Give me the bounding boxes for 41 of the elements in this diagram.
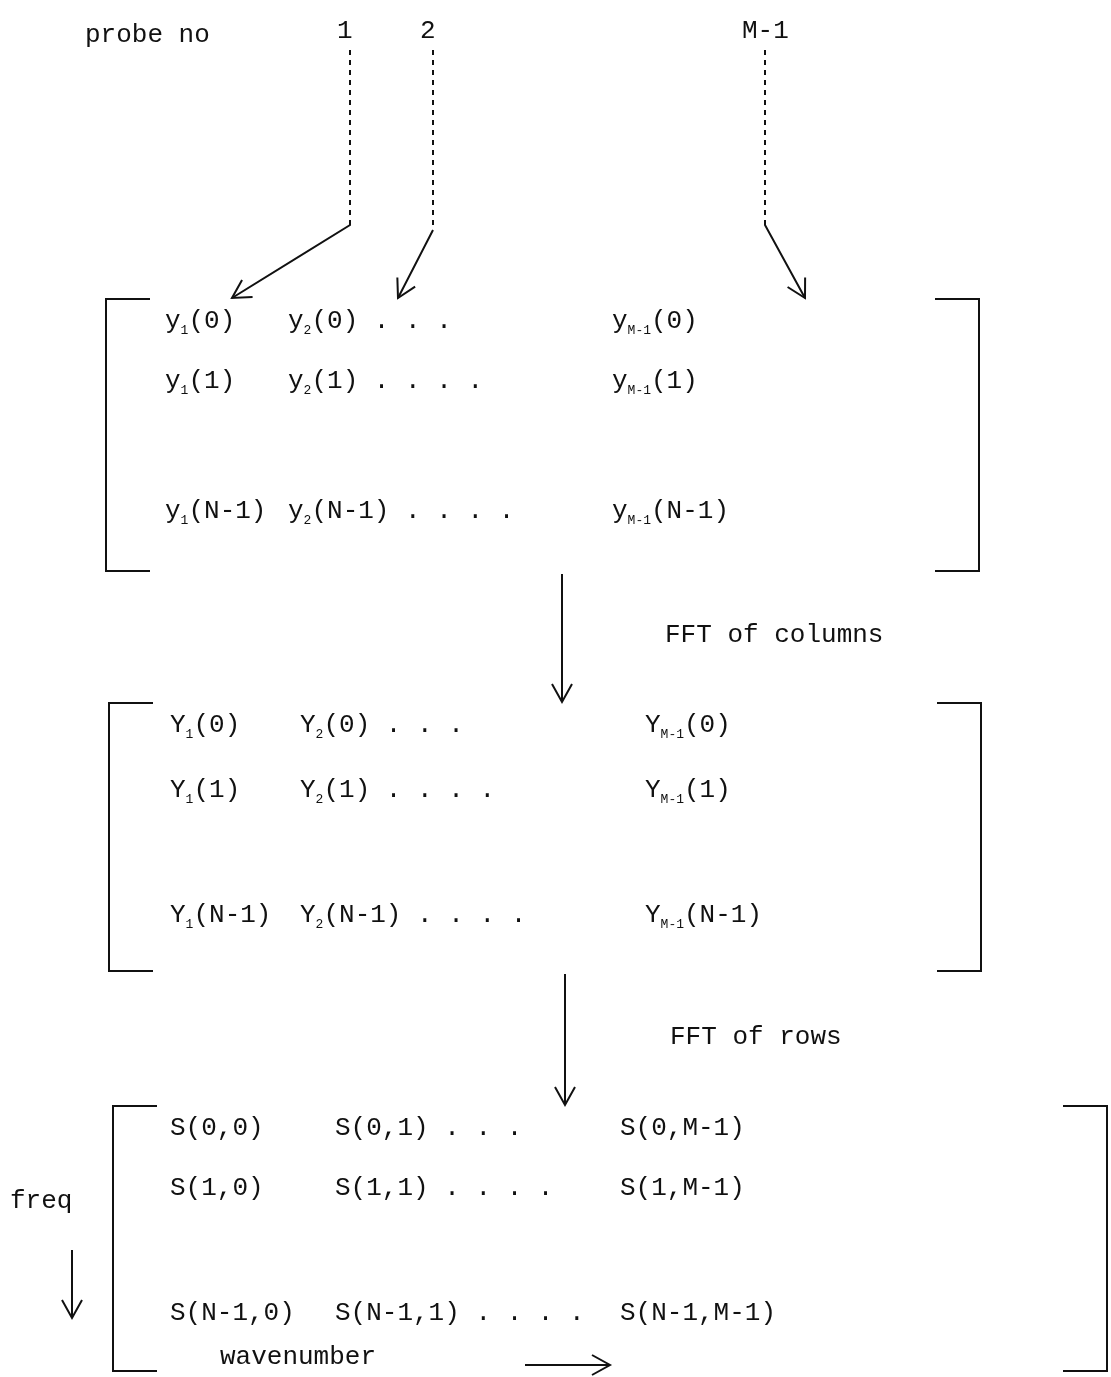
matrix-entry: Y$_{M-1}$(1): [645, 775, 731, 810]
matrix-entry: Y$_{2}$(0) . . .: [300, 710, 464, 745]
matrix-entry: Y$_{1}$(N-1): [170, 900, 272, 935]
matrix-entry: y$_{M-1}$(N-1): [612, 496, 730, 531]
matrix-entry: Y$_{M-1}$(N-1): [645, 900, 763, 935]
matrix-entry: S(N-1,M-1): [620, 1298, 777, 1328]
matrix-entry: y$_{M-1}$(1): [612, 366, 698, 401]
axis-label: freq: [10, 1186, 73, 1216]
matrix-entry: Y$_{1}$(0): [170, 710, 241, 745]
matrix-entry: S(0,1) . . .: [335, 1113, 523, 1143]
axis-label: probe no: [85, 20, 210, 50]
matrix-entry: y$_{M-1}$(0): [612, 306, 698, 341]
matrix: [108, 702, 982, 972]
matrix-entry: y$_{1}$(N-1): [165, 496, 267, 531]
matrix-entry: y$_{2}$(0) . . .: [288, 306, 452, 341]
matrix-entry: S(1,0): [170, 1173, 264, 1203]
matrix-entry: S(N-1,0): [170, 1298, 295, 1328]
matrix-entry: y$_{1}$(0): [165, 306, 236, 341]
matrix-entry: S(0,0): [170, 1113, 264, 1143]
matrix: [112, 1105, 1108, 1372]
matrix-entry: Y$_{2}$(1) . . . .: [300, 775, 496, 810]
matrix-entry: S(1,M-1): [620, 1173, 745, 1203]
matrix-entry: Y$_{1}$(1): [170, 775, 241, 810]
probe-number: 1: [337, 14, 363, 48]
matrix-entry: y$_{2}$(1) . . . .: [288, 366, 484, 401]
probe-number: 2: [420, 14, 446, 48]
matrix-entry: y$_{1}$(1): [165, 366, 236, 401]
matrix-entry: Y$_{M-1}$(0): [645, 710, 731, 745]
matrix-entry: S(1,1) . . . .: [335, 1173, 554, 1203]
matrix-entry: S(N-1,1) . . . .: [335, 1298, 585, 1328]
matrix-entry: y$_{2}$(N-1) . . . .: [288, 496, 515, 531]
matrix-entry: S(0,M-1): [620, 1113, 745, 1143]
arrow: [396, 49, 434, 299]
arrow: [764, 49, 807, 299]
arrow: [554, 973, 576, 1106]
matrix-entry: Y$_{2}$(N-1) . . . .: [300, 900, 527, 935]
probe-number: M-1: [742, 14, 788, 48]
axis-label: wavenumber: [220, 1342, 377, 1372]
arrow: [551, 573, 573, 703]
matrix: [105, 298, 980, 572]
arrow: [231, 49, 351, 299]
